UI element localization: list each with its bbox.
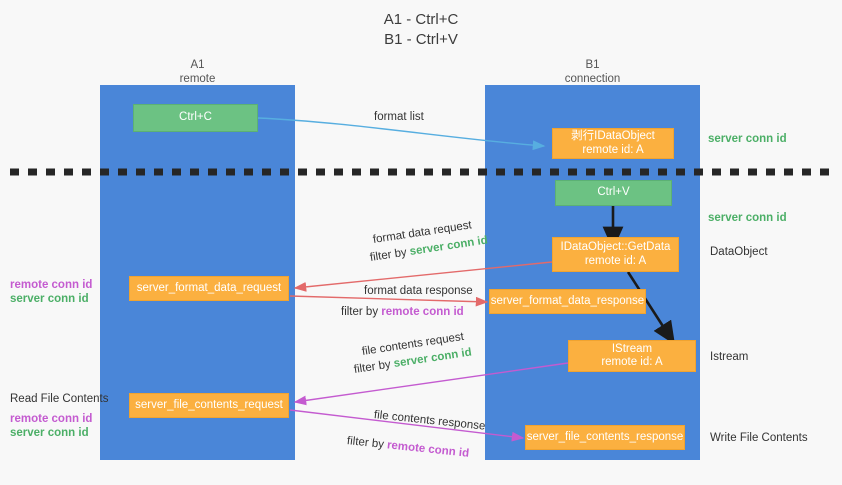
box-server-format-data-response-label: server_format_data_response <box>490 294 645 307</box>
box-getdata-line2: remote id: A <box>584 254 647 267</box>
lane-header-a1-sub: remote <box>179 73 216 85</box>
arrow-file-contents-request <box>293 362 569 406</box>
lane-header-a1-name: A1 <box>190 59 205 71</box>
arrow-file-contents-response <box>289 409 525 442</box>
lane-header-b1-sub: connection <box>564 73 621 85</box>
box-istream-line1: IStream <box>611 342 653 355</box>
box-server-file-contents-request-label: server_file_contents_request <box>135 398 283 411</box>
annotation-server-conn-id-top: server conn id <box>708 133 787 145</box>
annotation-remote-conn-id-1: remote conn id <box>10 279 93 291</box>
page-title: A1 - Ctrl+C B1 - Ctrl+V <box>0 10 842 50</box>
filter-value-remote-conn-id: remote conn id <box>381 306 464 318</box>
title-line-2: B1 - Ctrl+V <box>384 31 458 48</box>
box-server-file-contents-response-label: server_file_contents_response <box>526 430 684 443</box>
annotation-write-file-contents: Write File Contents <box>710 432 808 444</box>
box-istream[interactable]: IStream remote id: A <box>568 340 696 372</box>
filter-prefix: filter by <box>341 306 382 318</box>
arrow-format-data-request <box>293 261 553 292</box>
arrow-format-list <box>257 117 546 151</box>
box-istream-line2: remote id: A <box>601 356 663 368</box>
box-idataobject-top[interactable]: 剥行IDataObject remote id: A <box>552 128 674 159</box>
annotation-server-conn-id-2: server conn id <box>10 427 89 439</box>
box-ctrl-c-label: Ctrl+C <box>179 111 212 124</box>
box-getdata-line1: IDataObject::GetData <box>560 241 671 253</box>
edge-label-format-data-response-line1: format data response <box>364 285 473 297</box>
annotation-server-conn-id-mid: server conn id <box>708 212 787 224</box>
box-server-file-contents-response[interactable]: server_file_contents_response <box>525 425 685 450</box>
box-ctrl-v-label: Ctrl+V <box>597 186 630 199</box>
annotation-conn-ids-group-2: remote conn id server conn id <box>10 412 92 440</box>
box-server-format-data-request-label: server_format_data_request <box>136 281 282 294</box>
box-server-file-contents-request[interactable]: server_file_contents_request <box>129 393 289 418</box>
box-ctrl-c[interactable]: Ctrl+C <box>133 104 258 132</box>
annotation-dataobject: DataObject <box>710 246 768 258</box>
box-server-format-data-request[interactable]: server_format_data_request <box>129 276 289 301</box>
arrow-format-data-response <box>289 295 489 307</box>
box-idataobject-top-line2: remote id: A <box>582 143 644 156</box>
box-getdata[interactable]: IDataObject::GetData remote id: A <box>552 237 679 272</box>
box-ctrl-v[interactable]: Ctrl+V <box>555 180 672 206</box>
annotation-server-conn-id-1: server conn id <box>10 293 89 305</box>
box-server-format-data-response[interactable]: server_format_data_response <box>489 289 646 314</box>
annotation-conn-ids-group-1: remote conn id server conn id <box>10 278 92 306</box>
lane-header-b1: B1 connection <box>485 58 700 86</box>
annotation-read-file-contents: Read File Contents <box>10 393 109 405</box>
edge-label-format-list: format list <box>374 111 424 123</box>
edge-label-format-data-response-filter: filter by remote conn id <box>341 305 464 319</box>
annotation-remote-conn-id-2: remote conn id <box>10 413 93 425</box>
lane-header-b1-name: B1 <box>585 59 600 71</box>
title-line-1: A1 - Ctrl+C <box>383 11 459 28</box>
lane-header-a1: A1 remote <box>100 58 295 86</box>
annotation-istream: Istream <box>710 351 749 363</box>
arrow-getdata-to-istream <box>626 271 668 334</box>
box-idataobject-top-line1: 剥行IDataObject <box>571 130 655 142</box>
